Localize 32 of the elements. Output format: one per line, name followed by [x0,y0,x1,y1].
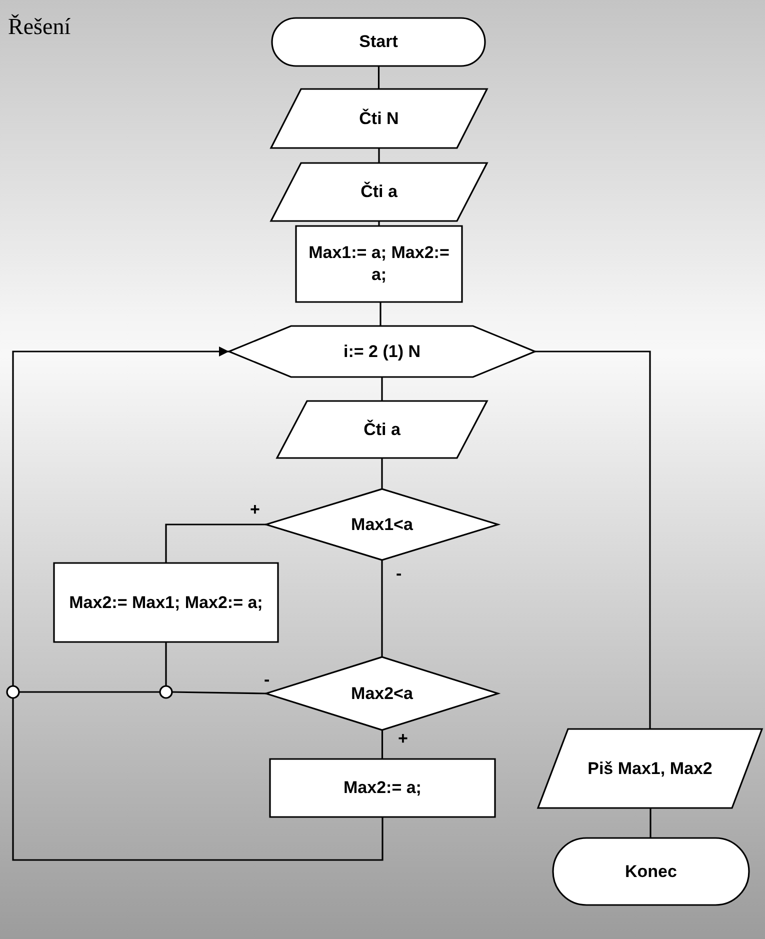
node-text: Max1:= a; Max2:= a; [308,242,450,286]
connector-line [172,691,266,694]
node-text: Start [359,31,398,53]
node-text: Čti a [360,181,398,203]
node-text: Piš Max1, Max2 [588,758,712,780]
node-text: Čti a [364,418,400,440]
node-text: Čti N [359,108,399,130]
connector-line [378,66,380,89]
connector-line [650,808,652,838]
node-text: Max1<a [351,514,413,536]
arrow [12,346,229,686]
connector-line [381,560,383,657]
node-text: Konec [625,860,677,882]
connector-line [12,698,384,861]
edge-label: + [398,730,408,748]
connector-line [378,148,380,163]
connector-line [19,691,160,693]
connector-line [380,302,382,326]
edge-label: - [264,671,270,689]
node-text: Max2:= a; [344,777,422,799]
edge-label: + [250,501,260,519]
connector-line [165,642,167,686]
connector-line [381,730,384,759]
title: Řešení [8,14,71,40]
connector-line [381,458,383,489]
node-text: Max2:= Max1; Max2:= a; [69,592,263,614]
connector-line [165,524,266,563]
connector-line [381,377,383,401]
node-text: i:= 2 (1) N [344,340,420,362]
edge-label: - [396,565,402,583]
node-text: Max2<a [351,682,413,704]
connector-line [535,350,651,729]
